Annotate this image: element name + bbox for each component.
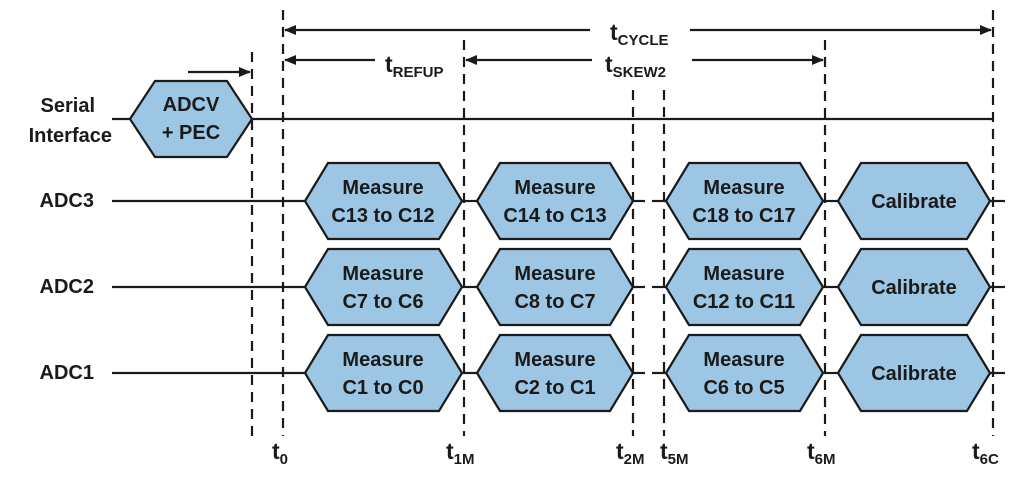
adc3-block-3: Measure C18 to C17 bbox=[664, 161, 825, 241]
time-label-t1m: t1M bbox=[446, 438, 475, 468]
svg-text:C2 to C1: C2 to C1 bbox=[514, 377, 595, 399]
adc2-block-2: Measure C8 to C7 bbox=[475, 247, 635, 327]
row-label-adc3: ADC3 bbox=[40, 190, 94, 212]
row-label-adc1: ADC1 bbox=[40, 362, 94, 384]
svg-text:Measure: Measure bbox=[342, 349, 423, 371]
adc2-block-1: Measure C7 to C6 bbox=[303, 247, 464, 327]
tcycle-label: tCYCLE bbox=[610, 19, 669, 49]
adc1-block-1: Measure C1 to C0 bbox=[303, 333, 464, 413]
svg-text:Measure: Measure bbox=[514, 263, 595, 285]
svg-text:C13 to C12: C13 to C12 bbox=[331, 205, 434, 227]
adc3-block-1: Measure C13 to C12 bbox=[303, 161, 464, 241]
svg-text:C18 to C17: C18 to C17 bbox=[692, 205, 795, 227]
time-label-t5m: t5M bbox=[660, 438, 689, 468]
time-label-t0: t0 bbox=[272, 438, 288, 468]
svg-text:C8 to C7: C8 to C7 bbox=[514, 291, 595, 313]
svg-text:C1 to C0: C1 to C0 bbox=[342, 377, 423, 399]
tskew2-span: tSKEW2 bbox=[465, 51, 824, 81]
svg-text:C6 to C5: C6 to C5 bbox=[703, 377, 784, 399]
svg-text:Calibrate: Calibrate bbox=[871, 277, 957, 299]
adc2-block-4: Calibrate bbox=[836, 247, 992, 327]
svg-text:ADCV: ADCV bbox=[163, 94, 220, 116]
trefup-label: tREFUP bbox=[385, 51, 444, 81]
tcycle-span: tCYCLE bbox=[284, 19, 992, 49]
svg-text:Measure: Measure bbox=[342, 177, 423, 199]
row-label-adc2: ADC2 bbox=[40, 276, 94, 298]
trefup-span: tREFUP bbox=[284, 51, 444, 81]
time-label-t2m: t2M bbox=[616, 438, 645, 468]
svg-text:Measure: Measure bbox=[703, 349, 784, 371]
svg-text:C7 to C6: C7 to C6 bbox=[342, 291, 423, 313]
adc1-block-2: Measure C2 to C1 bbox=[475, 333, 635, 413]
time-label-t6c: t6C bbox=[972, 438, 999, 468]
adc3-block-2: Measure C14 to C13 bbox=[475, 161, 635, 241]
adc2-block-3: Measure C12 to C11 bbox=[664, 247, 825, 327]
svg-text:Measure: Measure bbox=[703, 263, 784, 285]
svg-text:Measure: Measure bbox=[514, 177, 595, 199]
svg-text:Measure: Measure bbox=[703, 177, 784, 199]
adc3-block-4: Calibrate bbox=[836, 161, 992, 241]
time-label-t6m: t6M bbox=[807, 438, 836, 468]
row-label-serial: Serial bbox=[41, 95, 95, 117]
svg-text:+ PEC: + PEC bbox=[162, 122, 220, 144]
svg-text:C12 to C11: C12 to C11 bbox=[693, 291, 795, 313]
adc1-block-4: Calibrate bbox=[836, 333, 992, 413]
tskew2-label: tSKEW2 bbox=[605, 51, 666, 81]
svg-text:Calibrate: Calibrate bbox=[871, 191, 957, 213]
svg-text:Measure: Measure bbox=[342, 263, 423, 285]
adc1-block-3: Measure C6 to C5 bbox=[664, 333, 825, 413]
row-label-interface: Interface bbox=[29, 125, 112, 147]
svg-text:Calibrate: Calibrate bbox=[871, 363, 957, 385]
svg-text:Measure: Measure bbox=[514, 349, 595, 371]
svg-text:C14 to C13: C14 to C13 bbox=[503, 205, 606, 227]
adcv-block: ADCV + PEC bbox=[128, 79, 254, 159]
